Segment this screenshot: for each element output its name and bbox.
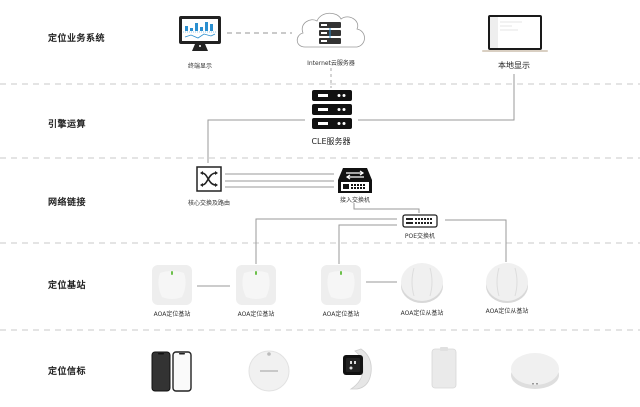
row-label-anchors: 定位基站 [48, 281, 87, 291]
local-display-label: 本地显示 [498, 61, 530, 70]
smartphones-icon [151, 351, 192, 392]
laptop-icon [482, 15, 548, 52]
beacon-card-tag[interactable] [431, 347, 457, 389]
core-switch-node[interactable] [196, 166, 222, 192]
round-tag-icon [248, 350, 290, 392]
base-station-4[interactable] [400, 262, 444, 304]
server-rack-icon [312, 90, 352, 129]
core-switch-label: 核心交换及路由 [187, 200, 231, 207]
link-access-poe [353, 203, 420, 213]
base-station-label: AOA定位基站 [153, 311, 191, 318]
access-switch-node[interactable] [337, 166, 373, 194]
round-anchor-icon [486, 263, 528, 303]
square-anchor-icon [152, 265, 192, 305]
base-station-label: AOA定位基站 [322, 311, 360, 318]
poe-switch-icon [402, 214, 438, 228]
base-station-label: AOA定位基站 [237, 311, 275, 318]
smartwatch-icon [343, 348, 372, 390]
row-label-business: 定位业务系统 [48, 34, 106, 44]
base-station-3[interactable] [321, 265, 361, 305]
core-router-icon [196, 166, 222, 192]
base-station-1[interactable] [152, 265, 192, 305]
link-local-cle [358, 74, 515, 121]
terminal-display-label: 终端显示 [187, 63, 213, 70]
link-poe-bs5 [445, 219, 507, 262]
beacon-smartphones[interactable] [151, 351, 193, 393]
cloud-server-node[interactable] [293, 9, 369, 55]
base-station-2[interactable] [236, 265, 276, 305]
poe-switch-node[interactable] [402, 213, 438, 228]
base-station-label: AOA定位从基站 [400, 310, 444, 317]
monitor-dashboard-icon [179, 16, 221, 51]
access-switch-icon [338, 168, 372, 193]
local-display-node[interactable] [482, 14, 548, 54]
poe-switch-label: POE交换机 [404, 233, 436, 240]
terminal-display-node[interactable] [178, 15, 222, 55]
row-label-engine: 引擎运算 [48, 120, 87, 130]
card-tag-icon [431, 347, 457, 389]
cloud-server-label: Internet云服务器 [307, 60, 355, 67]
puck-beacon-icon [511, 353, 559, 389]
beacon-smartwatch[interactable] [341, 347, 375, 391]
link-poe-bs2 [255, 218, 397, 264]
base-station-label: AOA定位从基站 [485, 308, 529, 315]
link-cle-core [207, 119, 305, 163]
beacon-round-tag[interactable] [247, 349, 291, 393]
cle-server-node[interactable] [312, 90, 352, 130]
square-anchor-icon [321, 265, 361, 305]
round-anchor-icon [401, 263, 443, 303]
link-poe-bs3 [338, 224, 397, 264]
beacon-puck[interactable] [510, 351, 560, 391]
cle-server-label: CLE服务器 [311, 137, 351, 146]
cloud-server-icon [296, 12, 365, 48]
row-label-network: 网络链接 [48, 198, 87, 208]
square-anchor-icon [236, 265, 276, 305]
row-label-beacons: 定位信标 [48, 367, 87, 377]
base-station-5[interactable] [485, 262, 529, 304]
access-switch-label: 接入交换机 [339, 197, 371, 204]
